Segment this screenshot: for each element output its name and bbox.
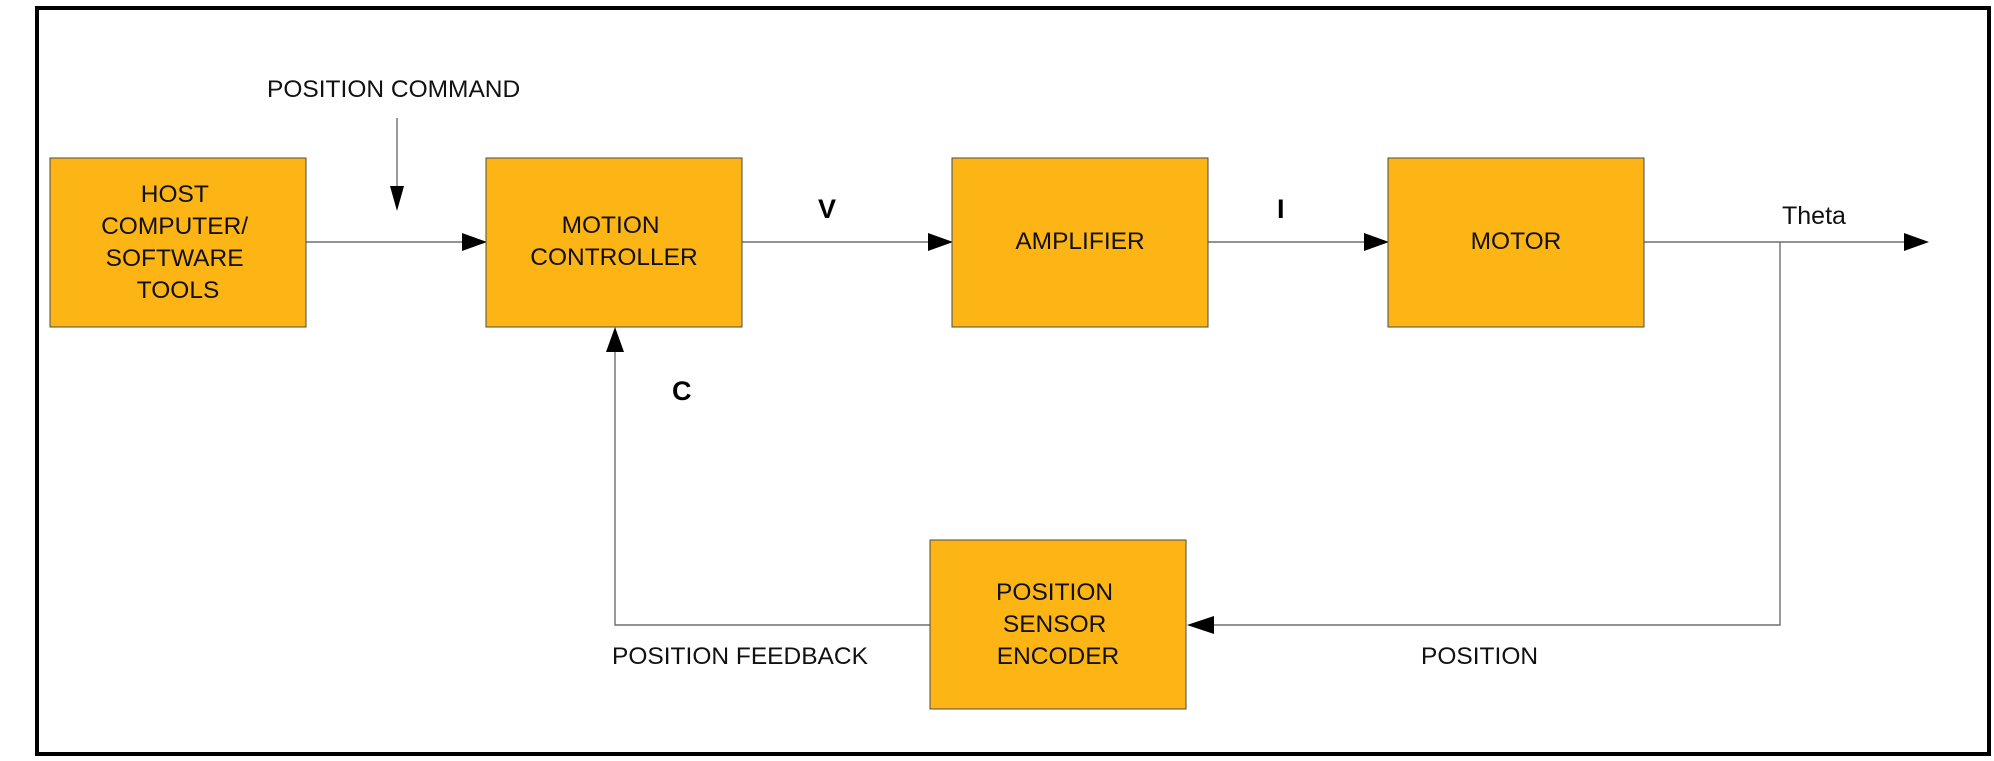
connections — [306, 118, 1904, 626]
host-computer-label: HOST COMPUTER/ SOFTWARE TOOLS — [101, 181, 255, 304]
motion-controller-block: MOTION CONTROLLER — [485, 157, 743, 328]
position-command-label: POSITION COMMAND — [267, 76, 520, 103]
motor-block: MOTOR — [1387, 157, 1645, 328]
controller-input-arrow — [462, 233, 487, 251]
amplifier-block: AMPLIFIER — [951, 157, 1209, 328]
host-computer-block: HOST COMPUTER/ SOFTWARE TOOLS — [49, 157, 307, 328]
c-label: C — [672, 376, 692, 406]
arrowheads — [390, 186, 1929, 634]
sensor-input-arrow — [1187, 616, 1214, 634]
position-sensor-encoder-block: POSITION SENSOR ENCODER — [929, 539, 1187, 710]
motion-controller-label: MOTION CONTROLLER — [530, 212, 697, 271]
motor-label: MOTOR — [1471, 228, 1562, 255]
position-feedback-line — [614, 352, 930, 626]
position-feedback-label: POSITION FEEDBACK — [612, 643, 869, 670]
diagram-frame — [35, 6, 1991, 756]
theta-label: Theta — [1782, 202, 1846, 230]
amplifier-label: AMPLIFIER — [1015, 228, 1144, 255]
position-sensor-encoder-label: POSITION SENSOR ENCODER — [996, 579, 1120, 670]
theta-output-arrow — [1904, 233, 1929, 251]
feedback-arrow — [606, 327, 624, 352]
position-return-line — [1214, 242, 1781, 626]
amplifier-input-arrow — [928, 233, 953, 251]
position-label: POSITION — [1421, 643, 1538, 670]
motor-input-arrow — [1364, 233, 1389, 251]
current-i-label: I — [1277, 194, 1285, 224]
position-command-arrow — [390, 186, 404, 211]
voltage-v-label: V — [818, 194, 836, 224]
